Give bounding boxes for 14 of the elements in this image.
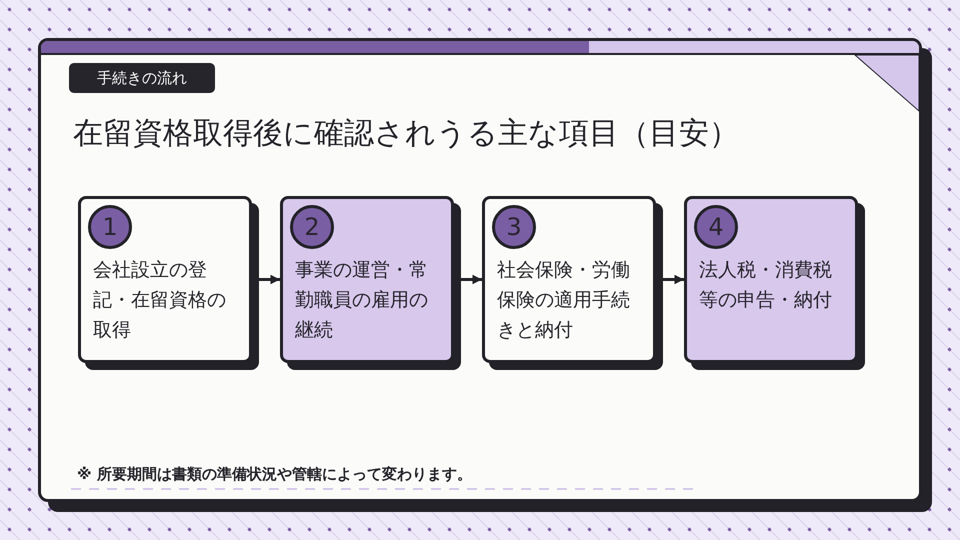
- step-text: 事業の運営・常勤職員の雇用の継続: [295, 258, 429, 343]
- step-number: 3: [492, 205, 536, 249]
- step-text: 法人税・消費税等の申告・納付: [699, 258, 833, 313]
- note-text: ※ 所要期間は書類の準備状況や管轄によって変わります。: [77, 465, 472, 484]
- step-number: 1: [88, 205, 132, 249]
- title: 在留資格取得後に確認されうる主な項目（目安）: [73, 115, 739, 153]
- section-tag: 手続きの流れ: [69, 63, 215, 93]
- step-text: 会社設立の登記・在留資格の取得: [93, 258, 227, 343]
- arrow: [663, 274, 684, 284]
- step-text: 社会保険・労働保険の適用手続きと納付: [497, 258, 631, 343]
- arrow: [259, 274, 280, 284]
- step-number: 2: [290, 205, 334, 249]
- arrow: [461, 274, 482, 284]
- step-number: 4: [694, 205, 738, 249]
